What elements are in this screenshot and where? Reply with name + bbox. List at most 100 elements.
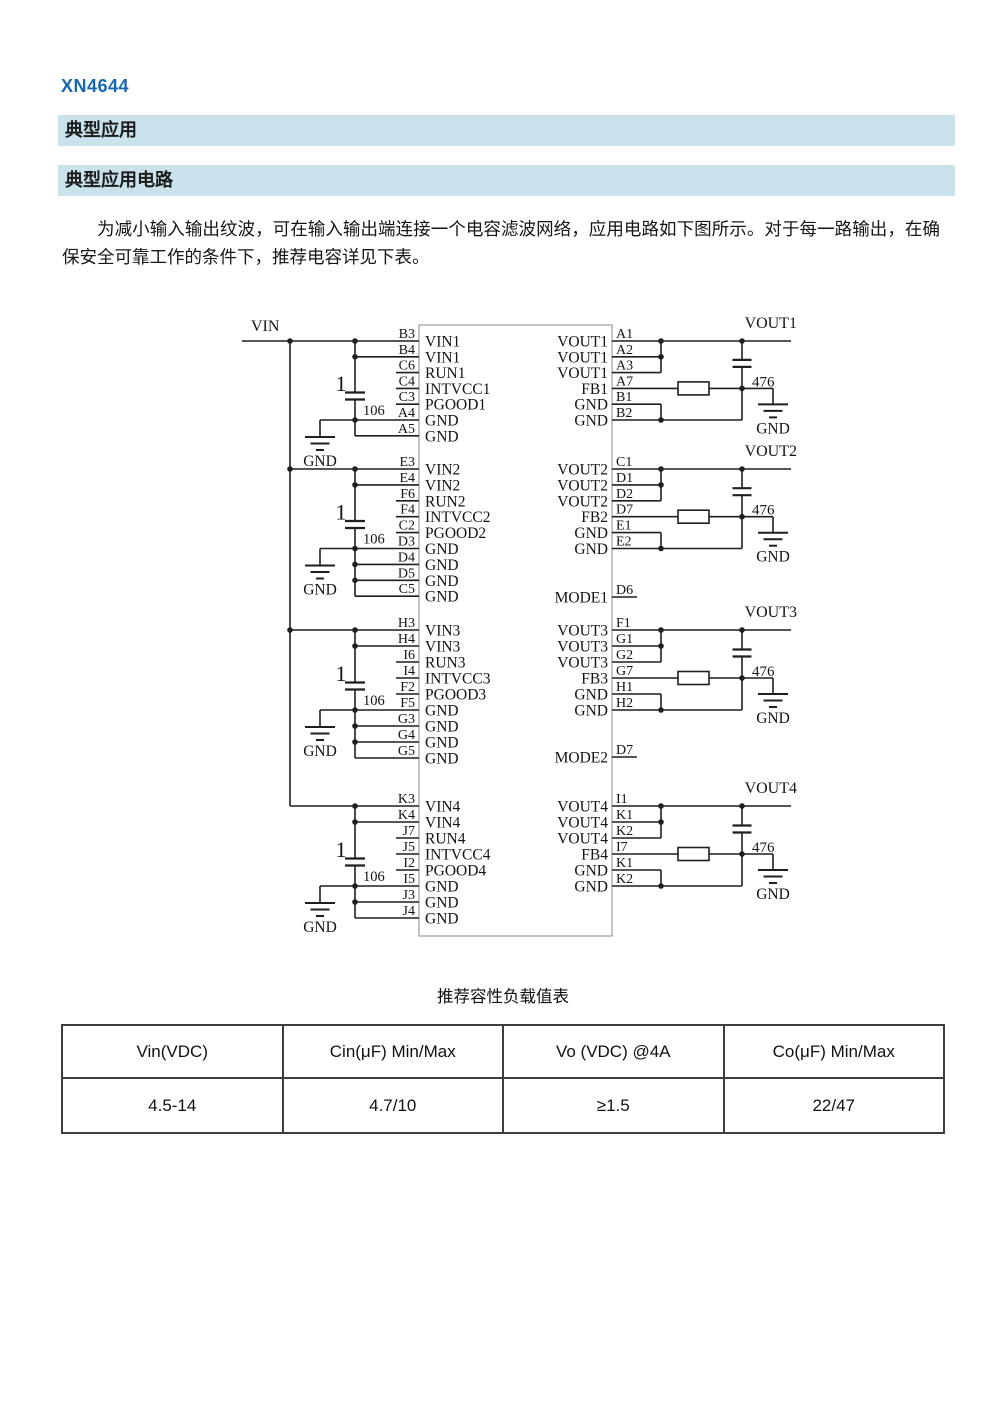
svg-text:GND: GND — [756, 710, 790, 727]
svg-text:GND: GND — [425, 573, 459, 590]
svg-text:A7: A7 — [616, 374, 633, 389]
svg-text:D3: D3 — [398, 535, 415, 550]
svg-text:D4: D4 — [398, 550, 415, 565]
svg-text:F5: F5 — [400, 696, 415, 711]
svg-text:K1: K1 — [616, 856, 633, 871]
svg-text:F2: F2 — [400, 680, 415, 695]
svg-text:VOUT2: VOUT2 — [557, 462, 608, 479]
svg-text:C4: C4 — [399, 374, 415, 389]
table-header-row: Vin(VDC) Cin(μF) Min/Max Vo (VDC) @4A Co… — [61, 1024, 945, 1079]
svg-text:A4: A4 — [398, 406, 415, 421]
svg-text:FB2: FB2 — [581, 509, 608, 526]
table-title: 推荐容性负载值表 — [437, 988, 569, 1006]
svg-text:K2: K2 — [616, 872, 633, 887]
svg-text:D7: D7 — [616, 743, 633, 758]
col-header-vo: Vo (VDC) @4A — [502, 1024, 725, 1079]
svg-text:PGOOD1: PGOOD1 — [425, 397, 486, 414]
svg-text:RUN2: RUN2 — [425, 493, 465, 510]
svg-text:1: 1 — [336, 661, 347, 686]
svg-text:GND: GND — [303, 743, 337, 760]
svg-text:GND: GND — [425, 428, 459, 445]
svg-text:B4: B4 — [399, 343, 415, 358]
svg-text:GND: GND — [756, 886, 790, 903]
svg-text:INTVCC2: INTVCC2 — [425, 509, 490, 526]
svg-text:VIN3: VIN3 — [425, 639, 461, 656]
svg-text:A1: A1 — [616, 327, 633, 342]
svg-text:I2: I2 — [403, 856, 415, 871]
svg-text:J3: J3 — [403, 888, 415, 903]
cell-cin: 4.7/10 — [281, 1077, 504, 1134]
svg-text:VOUT3: VOUT3 — [557, 639, 608, 656]
svg-text:D6: D6 — [616, 583, 633, 598]
section-banner-typical-application-circuit: 典型应用电路 — [58, 165, 955, 196]
svg-text:PGOOD4: PGOOD4 — [425, 863, 486, 880]
svg-text:GND: GND — [425, 719, 459, 736]
svg-text:H1: H1 — [616, 680, 633, 695]
svg-text:106: 106 — [363, 532, 385, 548]
svg-text:H2: H2 — [616, 696, 633, 711]
svg-text:F1: F1 — [616, 616, 631, 631]
svg-text:G4: G4 — [398, 728, 415, 743]
svg-text:I5: I5 — [403, 872, 415, 887]
svg-text:VOUT3: VOUT3 — [557, 623, 608, 640]
svg-text:GND: GND — [303, 919, 337, 936]
recommended-capacitive-load-table: Vin(VDC) Cin(μF) Min/Max Vo (VDC) @4A Co… — [61, 1024, 945, 1134]
svg-text:VIN: VIN — [251, 318, 280, 335]
svg-text:476: 476 — [752, 840, 775, 856]
svg-text:MODE1: MODE1 — [555, 590, 608, 607]
svg-text:GND: GND — [425, 879, 459, 896]
svg-text:A2: A2 — [616, 343, 633, 358]
svg-text:D7: D7 — [616, 503, 633, 518]
svg-text:VOUT3: VOUT3 — [557, 655, 608, 672]
svg-text:476: 476 — [752, 503, 775, 519]
svg-text:H3: H3 — [398, 616, 415, 631]
svg-text:C6: C6 — [399, 359, 415, 374]
svg-text:VIN3: VIN3 — [425, 623, 461, 640]
svg-text:E4: E4 — [399, 471, 415, 486]
svg-text:VOUT2: VOUT2 — [557, 477, 608, 494]
svg-text:B1: B1 — [616, 390, 632, 405]
svg-text:F6: F6 — [400, 487, 415, 502]
svg-text:106: 106 — [363, 869, 385, 885]
col-header-co: Co(μF) Min/Max — [722, 1024, 945, 1079]
svg-text:E2: E2 — [616, 535, 632, 550]
svg-text:VOUT1: VOUT1 — [557, 349, 608, 366]
svg-text:G7: G7 — [616, 664, 633, 679]
svg-text:GND: GND — [425, 911, 459, 928]
svg-text:476: 476 — [752, 374, 775, 390]
svg-text:GND: GND — [574, 687, 608, 704]
svg-text:GND: GND — [425, 557, 459, 574]
col-header-vin: Vin(VDC) — [61, 1024, 284, 1079]
svg-text:K1: K1 — [616, 808, 633, 823]
svg-text:A3: A3 — [616, 359, 633, 374]
svg-text:GND: GND — [574, 397, 608, 414]
banner-label: 典型应用 — [65, 120, 137, 140]
svg-text:G1: G1 — [616, 632, 633, 647]
part-number: XN4644 — [61, 76, 130, 96]
banner-label: 典型应用电路 — [65, 170, 173, 190]
svg-text:FB3: FB3 — [581, 671, 608, 688]
svg-text:VOUT4: VOUT4 — [557, 815, 608, 832]
svg-text:VOUT4: VOUT4 — [557, 799, 608, 816]
svg-text:D5: D5 — [398, 566, 415, 581]
svg-text:106: 106 — [363, 693, 385, 709]
svg-text:VIN4: VIN4 — [425, 799, 461, 816]
svg-text:INTVCC3: INTVCC3 — [425, 671, 491, 688]
svg-text:VIN1: VIN1 — [425, 334, 460, 351]
table-row: 4.5-14 4.7/10 ≥1.5 22/47 — [61, 1077, 945, 1134]
svg-text:H4: H4 — [398, 632, 415, 647]
svg-text:GND: GND — [425, 751, 459, 768]
svg-text:GND: GND — [425, 895, 459, 912]
svg-text:VIN1: VIN1 — [425, 349, 460, 366]
svg-text:VIN2: VIN2 — [425, 462, 460, 479]
svg-text:RUN4: RUN4 — [425, 831, 466, 848]
svg-text:K2: K2 — [616, 824, 633, 839]
svg-text:J7: J7 — [403, 824, 415, 839]
svg-text:1: 1 — [336, 500, 347, 525]
svg-text:GND: GND — [425, 589, 459, 606]
svg-text:GND: GND — [425, 541, 459, 558]
svg-text:VOUT2: VOUT2 — [745, 443, 797, 460]
svg-text:GND: GND — [425, 413, 459, 430]
intro-paragraph: 为减小输入输出纹波，可在输入输出端连接一个电容滤波网络，应用电路如下图所示。对于… — [62, 219, 940, 267]
